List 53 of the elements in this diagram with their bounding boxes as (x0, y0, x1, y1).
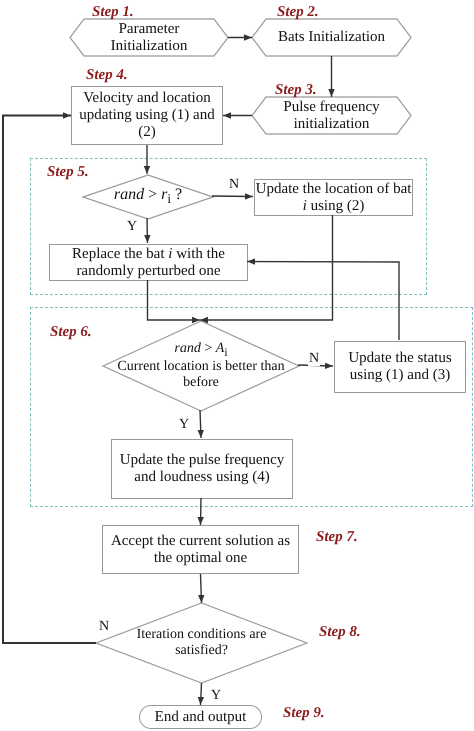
node-text: Update the status using (1) and (3) (347, 350, 453, 384)
arrow (298, 362, 334, 369)
node-text: Replace the bat i with the randomly perturbed one (71, 246, 226, 280)
step-label: Step 5. (47, 164, 89, 181)
process-box (334, 341, 466, 393)
node-text: End and output (154, 708, 246, 726)
hexagon-node (252, 19, 411, 56)
decision-diamond (83, 175, 213, 219)
arrow (228, 34, 252, 41)
node-text: Update the location of bat i using (2) (255, 180, 412, 214)
arrow (144, 218, 151, 244)
arrow (198, 682, 204, 706)
edge-label: N (308, 352, 320, 366)
arrow (328, 56, 335, 97)
node-text: Bats Initialization (276, 29, 386, 46)
arrow (2, 112, 96, 644)
node-text: Iteration conditions are satisfied? (136, 627, 266, 659)
step-label: Step 7. (316, 529, 358, 546)
arrow (223, 112, 252, 119)
arrow (200, 215, 334, 324)
node-text: rand > A$_{i}$ (174, 341, 228, 360)
arrow (198, 410, 204, 438)
process-box (71, 86, 223, 145)
node-text: Velocity and location updating using (1) and (2) (78, 90, 216, 141)
dashed-group-frame (30, 158, 427, 295)
arrow (212, 193, 253, 200)
hexagon-node (70, 19, 228, 56)
node-text: rand > r$_{i}$ ? (114, 186, 182, 208)
step-label: Step 8. (319, 624, 361, 641)
node-text: Current location is better than before (116, 359, 286, 391)
process-box (111, 439, 293, 499)
step-label: Step 6. (50, 324, 92, 341)
arrow (198, 574, 204, 604)
arrow (144, 145, 150, 174)
hexagon-node (252, 97, 411, 134)
decision-diamond (96, 603, 307, 683)
step-label: Step 4. (86, 67, 128, 84)
step-label: Step 2. (277, 4, 319, 21)
process-box (102, 525, 299, 574)
step-label: Step 3. (275, 82, 317, 99)
node-text: Accept the current solution as the optimal one (110, 532, 292, 566)
node-text: Parameter Initialization (110, 20, 188, 54)
decision-diamond (103, 321, 299, 411)
arrow (146, 280, 200, 324)
step-label: Step 9. (283, 705, 325, 722)
process-box (49, 244, 248, 281)
arrow (197, 498, 204, 526)
terminal-box (139, 705, 262, 729)
arrow (247, 258, 400, 340)
dashed-group-frame (30, 307, 473, 507)
node-text: Pulse frequency initialization (282, 98, 381, 132)
node-text: Update the pulse frequency and loudness using (4) (118, 452, 286, 486)
step-label: Step 1. (92, 4, 134, 21)
